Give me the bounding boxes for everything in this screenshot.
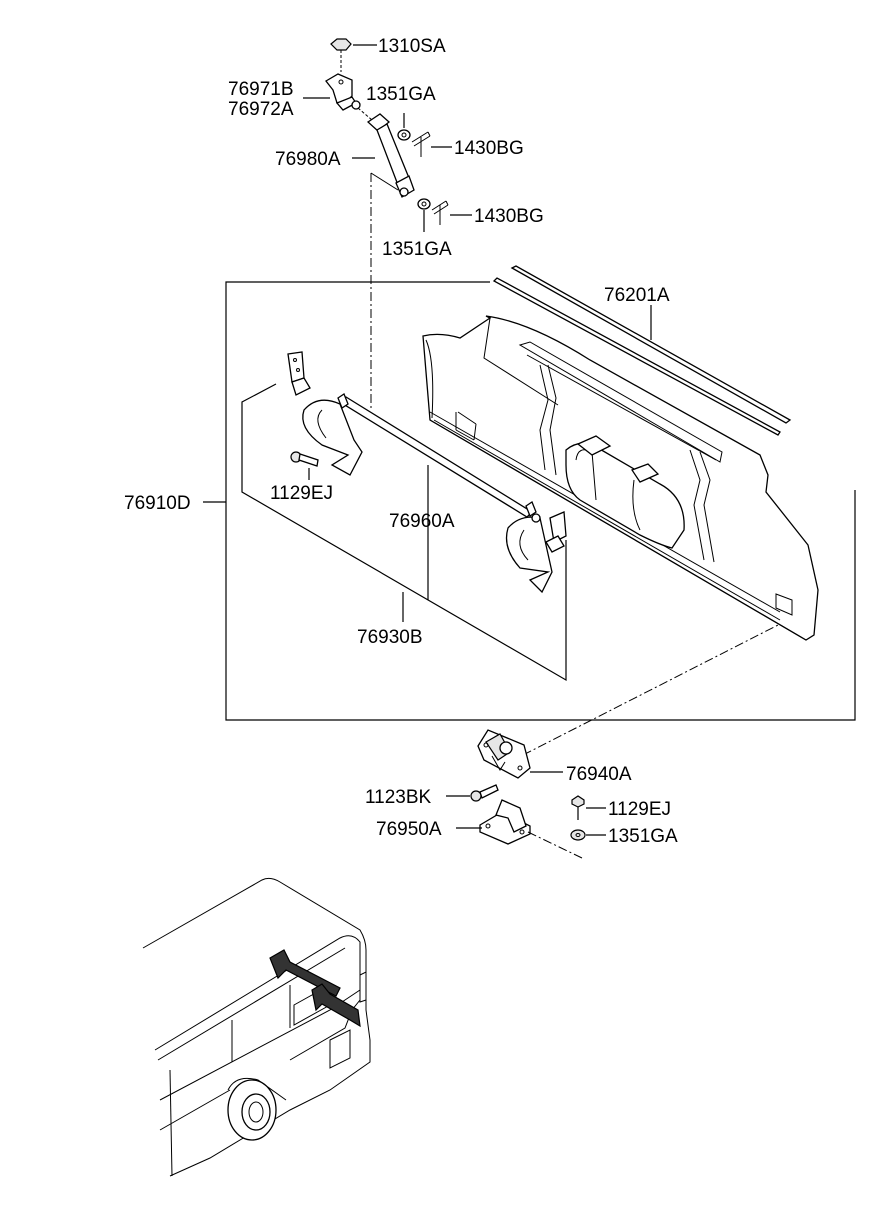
label-76950A: 76950A <box>376 819 442 840</box>
hinge-rod-76960A <box>337 393 537 518</box>
clip-1430BG-top <box>411 131 431 157</box>
label-1430BG-top: 1430BG <box>454 138 524 159</box>
label-76930B: 76930B <box>357 627 423 648</box>
washer-1351GA-top <box>397 129 411 141</box>
latch-76940A <box>477 729 531 779</box>
label-1129EJ-right: 1129EJ <box>608 799 671 820</box>
clip-1430BG-mid <box>431 200 449 225</box>
label-1351GA-top: 1351GA <box>366 84 436 105</box>
hinge-arm-right <box>505 511 567 594</box>
label-76972A: 76972A <box>228 99 294 120</box>
label-1351GA-bottom: 1351GA <box>608 826 678 847</box>
label-76971B: 76971B <box>228 79 294 100</box>
washer-1351GA-mid <box>417 198 431 210</box>
tail-gate-panel <box>422 315 819 641</box>
striker-76950A <box>479 799 531 845</box>
label-76910D: 76910D <box>124 493 191 514</box>
hinge-frame-76930B <box>241 383 567 682</box>
bolt-1129EJ-left <box>290 451 319 467</box>
label-76980A: 76980A <box>275 149 341 170</box>
screw-1123BK <box>470 784 499 802</box>
nut-1310SA <box>330 38 352 72</box>
van-locator-sketch <box>142 877 371 1177</box>
label-1430BG-mid: 1430BG <box>474 206 544 227</box>
bolt-1129EJ-right <box>571 795 585 820</box>
label-1310SA: 1310SA <box>378 36 446 57</box>
label-1351GA-mid: 1351GA <box>382 239 452 260</box>
label-76940A: 76940A <box>566 764 632 785</box>
label-1129EJ-left: 1129EJ <box>270 483 333 504</box>
gas-strut-76980A <box>366 113 415 198</box>
label-76201A: 76201A <box>604 285 670 306</box>
hinge-arm-left <box>302 399 363 476</box>
label-76960A: 76960A <box>389 511 455 532</box>
bracket-76971B <box>325 73 361 111</box>
hinge-plate-left <box>287 351 311 396</box>
nut-1351GA-bottom <box>570 829 586 841</box>
label-1123BK: 1123BK <box>365 787 432 808</box>
frame-76910D <box>225 281 856 721</box>
weatherstrip-76201A <box>492 265 792 436</box>
